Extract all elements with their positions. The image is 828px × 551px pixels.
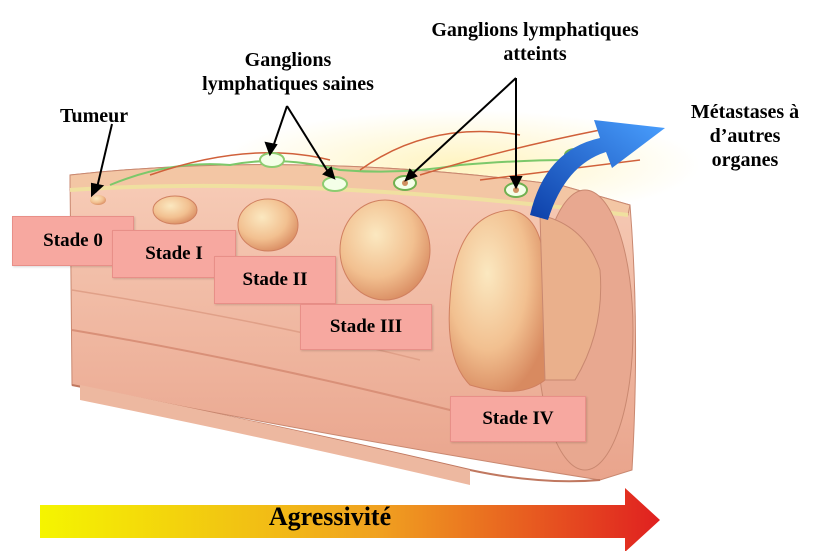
label-affected-lymph-nodes-line2: atteints — [390, 42, 680, 66]
tumor-stage-2 — [238, 199, 298, 251]
label-affected-lymph-nodes-line1: Ganglions lymphatiques — [390, 18, 680, 42]
label-healthy-lymph-nodes-line1: Ganglions — [178, 48, 398, 72]
label-healthy-lymph-nodes-line2: lymphatiques saines — [178, 72, 398, 96]
tumor-stage-3 — [340, 200, 430, 300]
stage-3-box: Stade III — [300, 304, 432, 350]
label-affected-lymph-nodes: Ganglions lymphatiques atteints — [390, 18, 680, 66]
lymph-node-healthy — [260, 153, 284, 167]
label-metastases-line1: Métastases à — [670, 100, 820, 124]
label-healthy-lymph-nodes: Ganglions lymphatiques saines — [178, 48, 398, 96]
stage-4-box: Stade IV — [450, 396, 586, 442]
label-metastases-line2: d’autres — [670, 124, 820, 148]
label-metastases: Métastases à d’autres organes — [670, 100, 820, 172]
tumor-stage-0 — [90, 195, 106, 205]
tumor-stage-1 — [153, 196, 197, 224]
stage-2-box: Stade II — [214, 256, 336, 304]
label-metastases-line3: organes — [670, 148, 820, 172]
label-tumor: Tumeur — [60, 104, 128, 128]
aggressiveness-label: Agressivité — [0, 502, 660, 532]
